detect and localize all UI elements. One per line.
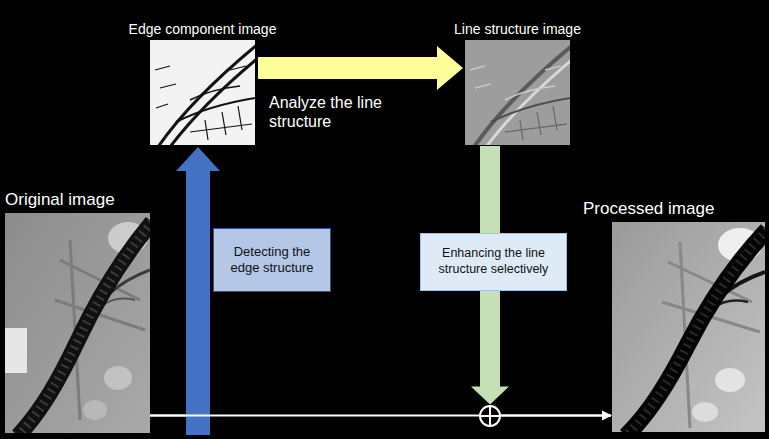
line-structure-image bbox=[465, 40, 570, 145]
image-heading: Line structure image bbox=[443, 21, 593, 40]
process-box: Detecting the edge structure bbox=[213, 228, 331, 292]
xray-original bbox=[5, 213, 150, 433]
connector-line bbox=[150, 415, 611, 417]
sum-symbol bbox=[480, 406, 500, 426]
image-heading: Original image bbox=[5, 190, 150, 213]
box-text: Enhancing the line structure selectively bbox=[427, 246, 560, 277]
flow-arrow bbox=[150, 147, 220, 435]
image-heading: Edge component image bbox=[128, 21, 278, 40]
image-panel: Line structure image bbox=[465, 21, 570, 145]
edge-label: Analyze the line structure bbox=[269, 93, 404, 131]
xray-processed bbox=[612, 222, 765, 432]
flow-arrow bbox=[150, 411, 612, 421]
sum-cross bbox=[480, 406, 500, 426]
box-text: Detecting the edge structure bbox=[220, 244, 324, 277]
image-frame bbox=[465, 40, 570, 145]
image-frame bbox=[612, 222, 765, 432]
process-box: Enhancing the line structure selectively bbox=[420, 233, 567, 291]
block-arrow bbox=[258, 46, 463, 90]
arrow-head bbox=[602, 411, 612, 421]
edge-image bbox=[150, 40, 255, 145]
image-frame bbox=[5, 213, 150, 433]
image-panel: Edge component image bbox=[150, 21, 255, 145]
sum-circle bbox=[480, 406, 500, 426]
image-heading: Processed image bbox=[583, 199, 768, 222]
flow-arrow bbox=[258, 46, 463, 90]
image-panel: Original image bbox=[5, 190, 150, 433]
image-panel: Processed image bbox=[612, 199, 765, 432]
image-frame bbox=[150, 40, 255, 145]
